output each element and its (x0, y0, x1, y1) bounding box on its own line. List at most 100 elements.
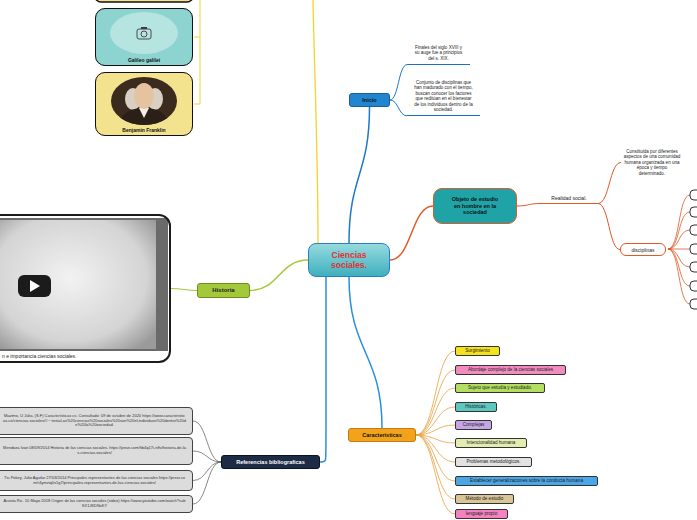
branch-line (200, 0, 201, 104)
branch-connector (349, 277, 382, 428)
node-text: Complejas (463, 422, 485, 428)
partial-box (690, 281, 697, 291)
branch-connector (349, 107, 370, 243)
main-topic: Inicio (349, 93, 390, 107)
partial-box (690, 262, 697, 272)
portrait-face (134, 83, 154, 109)
central-topic: Ciencias sociales. (308, 243, 390, 277)
node-text: Intencionalidad humana (467, 440, 516, 446)
subtopic-text: Conjunto de disciplinas que han madurado… (407, 78, 480, 116)
reference-box: Acosta Ric. 10 Mayo 2018 Origen de las c… (0, 495, 193, 513)
node-text: Galileo galilei (128, 57, 160, 63)
node-text: Tiu Pokey, Julio Aguilar 27/03/2014 Prin… (3, 476, 186, 486)
feature-box: Intencionalidad humana (455, 438, 527, 448)
image-card: Benjamin Franklin (95, 72, 193, 136)
node-text: lenguaje propio (466, 511, 497, 517)
reference-box: Mendoza Ivan 08/09/2014 Historia de las … (0, 437, 193, 465)
main-topic: Referencias bibliograficas (221, 455, 320, 469)
branch-connector (320, 277, 326, 462)
node-text: Ciencias sociales. (325, 250, 373, 270)
reference-box: Mazimo, U Julia. (S.F) Características c… (0, 407, 193, 435)
play-button (18, 275, 51, 297)
branch-line (668, 230, 690, 249)
branch-connector (171, 289, 197, 291)
partial-box (690, 225, 697, 235)
image-card (95, 72, 193, 136)
branch-connector (598, 162, 621, 203)
feature-box: Abordaje complejo de la ciencias sociale… (455, 365, 566, 375)
node-text: n e importancia ciencias sociales. (2, 353, 76, 359)
feature-box: Sujeto que estudia y estudiado. (455, 383, 545, 393)
partial-box (690, 207, 697, 217)
node-text: Características (362, 432, 401, 439)
subtopic-text: Finales del siglo XVIII y su auge fue a … (407, 43, 470, 65)
feature-box: Método de estudio (455, 494, 514, 504)
branch-connector (390, 206, 433, 260)
image-card: Galileo galilei (95, 8, 193, 66)
node-text: Mazimo, U Julia. (S.F) Características c… (3, 414, 186, 428)
branch-connector (416, 388, 455, 435)
video-card (0, 214, 171, 363)
image-placeholder (110, 12, 178, 54)
node-text: Benjamin Franklin (122, 127, 165, 133)
branch-connector (416, 435, 455, 499)
portrait (110, 76, 178, 128)
main-topic: Objeto de estudio en hombre en la socied… (433, 188, 517, 224)
camera-icon (137, 29, 151, 39)
portrait-cravat (139, 108, 149, 118)
video-card: n e importancia ciencias sociales. (0, 214, 171, 363)
node-text: Constituida por diferentes aspectos de u… (623, 149, 681, 176)
image-card (95, 8, 193, 66)
node-text: Establecer generalizaciones sobre la con… (470, 478, 583, 484)
branch-line (194, 104, 200, 105)
feature-box: Problemas metodológicos. (455, 457, 532, 467)
node-text: Acosta Ric. 10 Mayo 2018 Origen de las c… (3, 499, 186, 509)
node-text: Surgimiento (465, 348, 490, 354)
branch-connector (390, 100, 407, 116)
video-frame (0, 218, 168, 351)
node-text: Inicio (362, 97, 376, 104)
subtopic-box: disciplinas (620, 243, 666, 256)
feature-box: Históricas. (455, 402, 497, 412)
node-text: Abordaje complejo de la ciencias sociale… (468, 367, 553, 373)
node-text: Conjunto de disciplinas que han madurado… (413, 80, 474, 112)
branch-connector (193, 462, 221, 504)
video-thumbnail (0, 220, 156, 349)
reference-box: Tiu Pokey, Julio Aguilar 27/03/2014 Prin… (0, 470, 193, 491)
node-text: Historia (212, 287, 234, 294)
branch-connector (598, 204, 620, 250)
node-text: Realidad social. (551, 195, 586, 201)
node-text: Problemas metodológicos. (466, 459, 520, 465)
branch-connector (517, 204, 540, 207)
branch-connector (416, 425, 455, 435)
branch-line (668, 212, 690, 249)
subtopic-text: Realidad social. (540, 194, 598, 204)
camera-icon (141, 31, 147, 37)
branch-line (194, 37, 200, 38)
node-text: Mendoza Ivan 08/09/2014 Historia de las … (3, 446, 186, 456)
branch-connector (250, 260, 308, 291)
branch-connector (416, 435, 455, 514)
branch-connector (193, 451, 221, 462)
portrait-background (110, 76, 178, 128)
branch-line (668, 249, 690, 304)
partial-box (690, 190, 697, 200)
feature-box: Surgimiento (455, 346, 500, 356)
node-text: disciplinas (631, 247, 654, 253)
node-text: Método de estudio (466, 496, 504, 502)
subtopic-text: Constituida por diferentes aspectos de u… (621, 148, 683, 177)
branch-connector (390, 65, 407, 100)
branch-line (668, 249, 690, 286)
play-icon (30, 280, 40, 292)
branch-connector (416, 351, 455, 435)
branch-connector (416, 407, 455, 435)
feature-box: Establecer generalizaciones sobre la con… (455, 476, 598, 486)
node-text: Finales del siglo XVIII y su auge fue a … (413, 45, 464, 61)
partial-box (690, 299, 697, 309)
feature-box: Complejas (455, 420, 492, 430)
node-text: Objeto de estudio en hombre en la socied… (450, 196, 500, 216)
feature-box: lenguaje propio (455, 509, 508, 519)
node-text: Referencias bibliograficas (236, 459, 304, 466)
node-text: Sujeto que estudia y estudiado. (468, 385, 532, 391)
